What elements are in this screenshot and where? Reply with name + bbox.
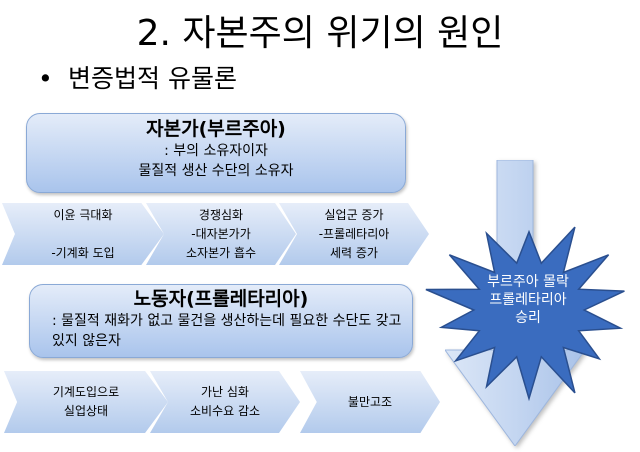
- labor-step-1-text: 기계도입으로 실업상태: [52, 385, 120, 418]
- capitalist-box: 자본가(부르주아) : 부의 소유자이자 물질적 생산 수단의 소유자: [26, 113, 406, 193]
- result-text: 부르주아 몰락 프롤레타리아 승리: [487, 274, 569, 326]
- labor-step-3-text: 불만고조: [347, 394, 393, 409]
- capitalist-desc-line2: 물질적 생산 수단의 소유자: [138, 163, 294, 179]
- laborer-heading: 노동자(프롤레타리아): [133, 288, 309, 310]
- capitalist-heading: 자본가(부르주아): [146, 118, 286, 140]
- star-burst-shape: [425, 226, 625, 402]
- capital-step-3-text: 실업군 증가 -프롤레타리아 세력 증가: [318, 207, 390, 260]
- capital-step-3: 실업군 증가 -프롤레타리아 세력 증가: [279, 203, 429, 265]
- bullet-text: 변증법적 유물론: [68, 64, 237, 93]
- explosion-star: [425, 226, 625, 402]
- bullet-dot: •: [38, 64, 53, 93]
- capital-step-2-text: 경쟁심화 -대자본가가 소자본가 흡수: [185, 207, 257, 260]
- labor-step-1: 기계도입으로 실업상태: [4, 371, 168, 433]
- labor-step-3: 불만고조: [300, 371, 440, 433]
- capital-step-2: 경쟁심화 -대자본가가 소자본가 흡수: [146, 203, 296, 265]
- capital-step-1-text: 이윤 극대화 -기계화 도입: [51, 207, 115, 260]
- labor-step-2: 가난 심화 소비수요 감소: [150, 371, 300, 433]
- capital-step-1: 이윤 극대화 -기계화 도입: [2, 203, 164, 265]
- page-title: 2. 자본주의 위기의 원인: [136, 13, 504, 54]
- laborer-box: 노동자(프롤레타리아) : 물질적 재화가 없고 물건을 생산하는데 필요한 수…: [29, 284, 413, 358]
- labor-step-2-text: 가난 심화 소비수요 감소: [189, 385, 261, 418]
- capitalist-desc-line1: : 부의 소유자이자: [164, 143, 268, 159]
- bullet-item: • 변증법적 유물론: [38, 62, 237, 96]
- laborer-desc: : 물질적 재화가 없고 물건을 생산하는데 필요한 수단도 갖고 있지 않은자: [52, 313, 402, 349]
